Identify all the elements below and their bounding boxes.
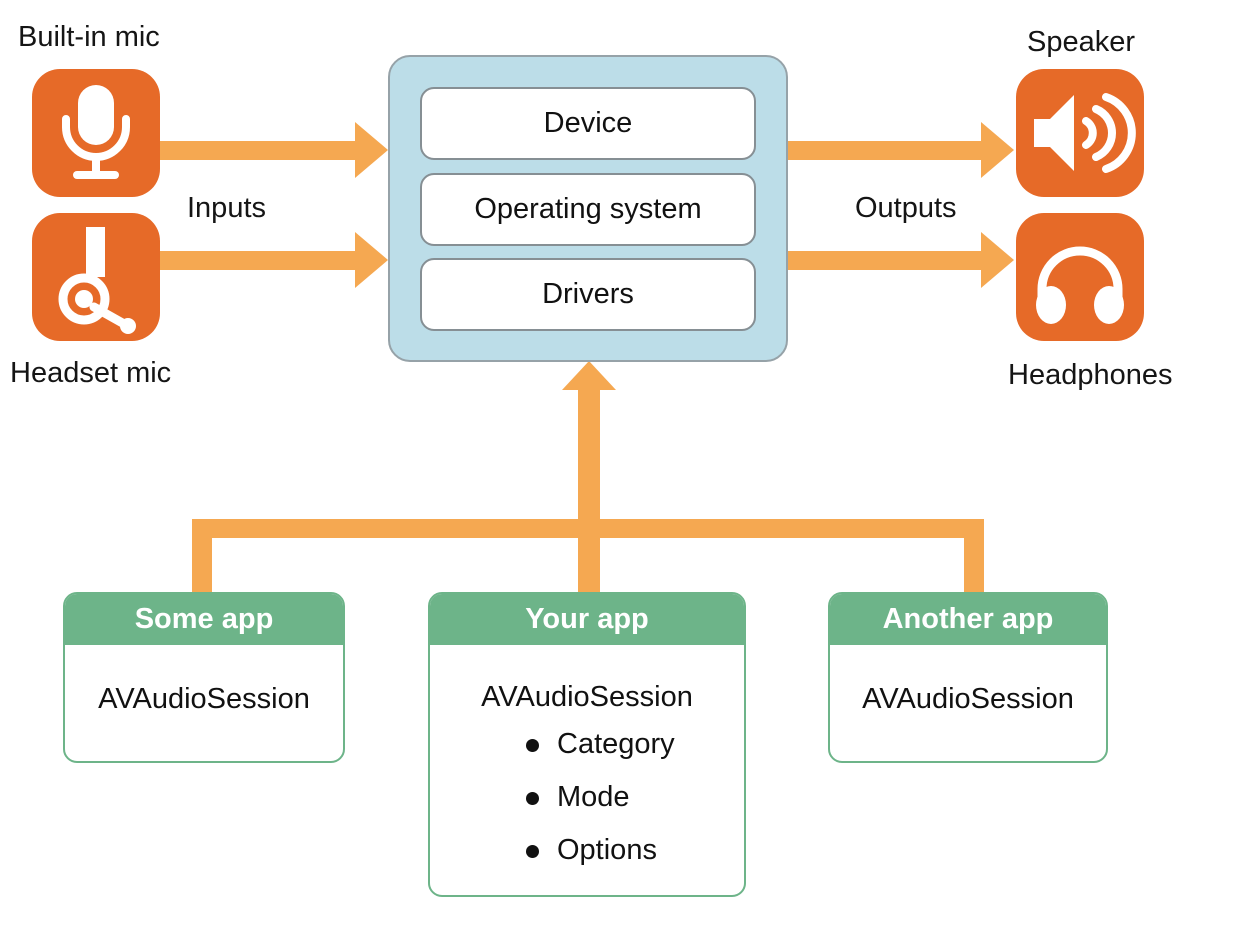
system-box: Device Operating system Drivers <box>388 55 788 362</box>
inputs-section-label: Inputs <box>187 192 266 224</box>
app-card-title: Another app <box>830 594 1106 645</box>
session-property: Mode <box>526 781 744 814</box>
built-in-mic-label: Built-in mic <box>18 21 160 53</box>
app-card-your-app: Your app AVAudioSession Category Mode Op… <box>428 592 746 897</box>
avaudiosession-text: AVAudioSession <box>98 683 310 715</box>
apps-trunk-arrowhead <box>562 361 616 390</box>
output-arrow-top-head <box>981 122 1014 178</box>
app-card-title: Your app <box>430 594 744 645</box>
speaker-label: Speaker <box>1027 26 1136 58</box>
microphone-icon <box>32 69 160 197</box>
input-arrow-bottom-head <box>355 232 388 288</box>
output-arrow-bottom-shaft <box>786 251 981 270</box>
apps-trunk-center-riser <box>578 389 600 594</box>
headset-mic-label: Headset mic <box>10 357 172 389</box>
apps-trunk-right-drop <box>964 536 984 594</box>
app-card-title: Some app <box>65 594 343 645</box>
avaudiosession-text: AVAudioSession <box>862 683 1074 715</box>
speaker-icon <box>1016 69 1144 197</box>
output-arrow-bottom-head <box>981 232 1014 288</box>
session-property: Category <box>526 728 744 761</box>
layer-drivers: Drivers <box>420 258 756 331</box>
session-properties-list: Category Mode Options <box>526 728 744 867</box>
app-card-another-app: Another app AVAudioSession <box>828 592 1108 763</box>
headset-mic-icon <box>32 213 160 341</box>
input-arrow-top-shaft <box>156 141 356 160</box>
headphones-label: Headphones <box>1008 359 1173 391</box>
output-arrow-top-shaft <box>786 141 981 160</box>
input-arrow-bottom-shaft <box>156 251 356 270</box>
headphones-icon <box>1016 213 1144 341</box>
input-arrow-top-head <box>355 122 388 178</box>
avaudiosession-text: AVAudioSession <box>481 681 693 713</box>
layer-device: Device <box>420 87 756 160</box>
layer-operating-system: Operating system <box>420 173 756 246</box>
outputs-section-label: Outputs <box>855 192 957 224</box>
app-card-some-app: Some app AVAudioSession <box>63 592 345 763</box>
session-property: Options <box>526 834 744 867</box>
apps-trunk-left-drop <box>192 536 212 594</box>
